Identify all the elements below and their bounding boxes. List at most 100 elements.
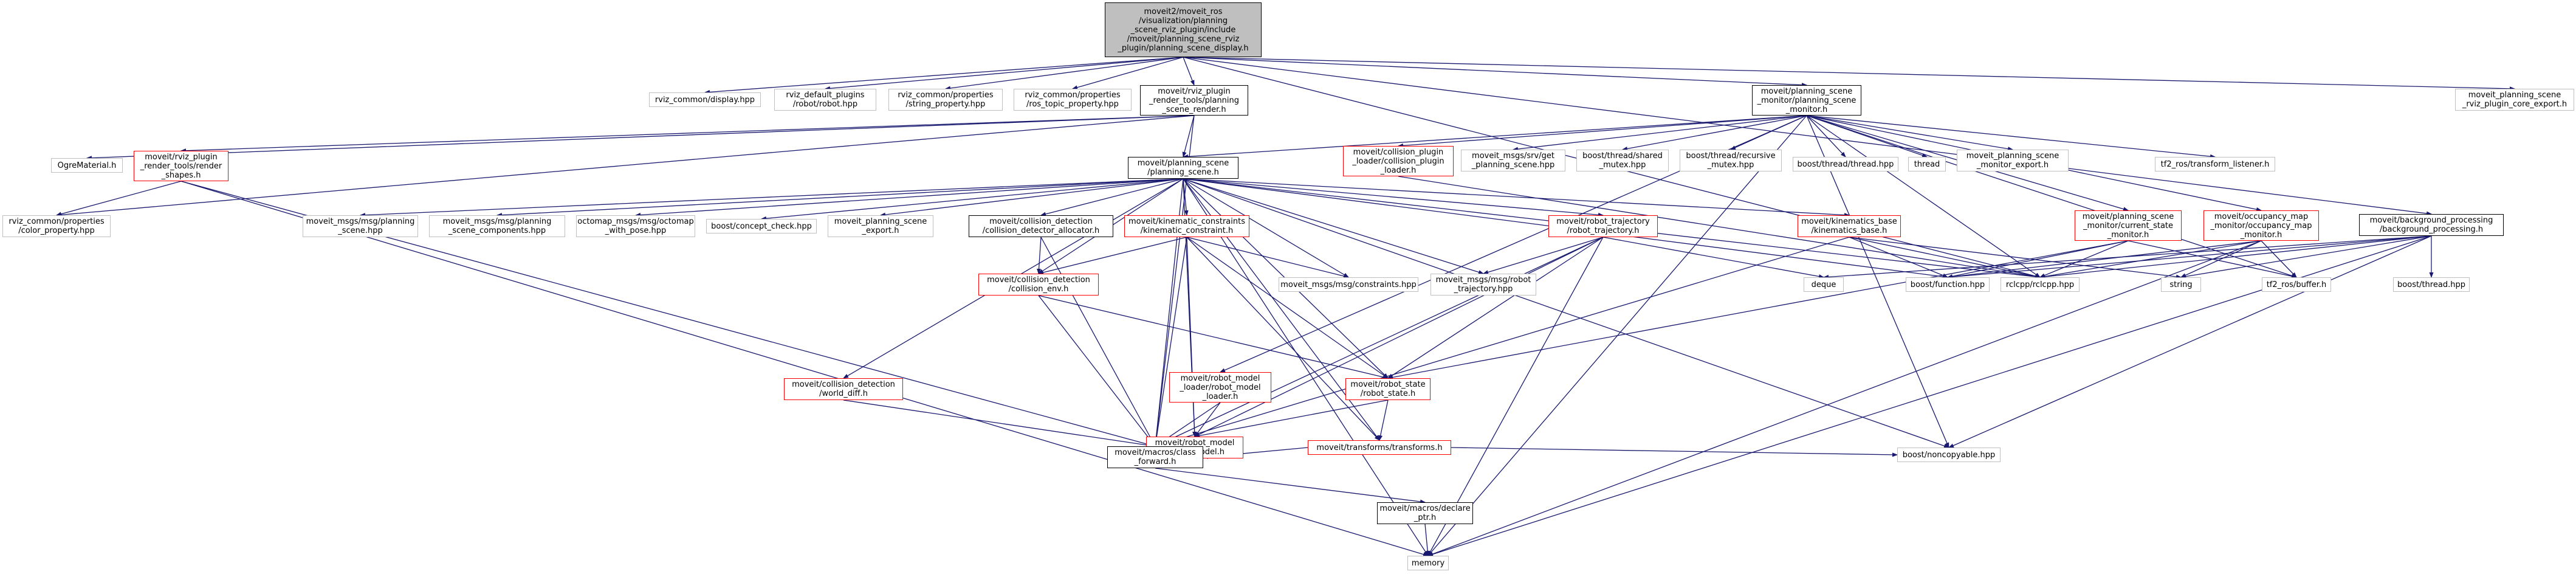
edge-planning-scene-render-to-render-shapes <box>180 115 1195 153</box>
edge-collision-env-to-class-forward <box>1038 295 1156 447</box>
node-occupancy-map-monitor[interactable]: moveit/occupancy_map _monitor/occupancy_… <box>2203 210 2319 241</box>
node-robot-state[interactable]: moveit/robot_state /robot_state.h <box>1345 378 1431 400</box>
edge-kinematic-constraint-to-constraints-msg <box>1186 237 1349 278</box>
edge-occupancy-map-monitor-to-memory <box>1427 240 2262 556</box>
edge-planning-scene-to-memory <box>1183 178 1429 556</box>
edge-planning-scene-to-octomap-with-pose <box>635 178 1184 217</box>
edge-planning-scene-to-constraints-msg <box>1183 178 1349 278</box>
edge-background-processing-to-string <box>2180 235 2432 279</box>
edge-current-state-monitor-to-rclcpp <box>2039 240 2129 278</box>
node-shared-mutex: boost/thread/shared _mutex.hpp <box>1576 150 1669 171</box>
node-tf2-transform-listener: tf2_ros/transform_listener.h <box>2155 157 2275 171</box>
edge-kinematic-constraint-to-robot-state <box>1186 237 1389 379</box>
edge-planning-scene-monitor-to-shared-mutex <box>1622 115 1807 151</box>
node-noncopyable: boost/noncopyable.hpp <box>1897 448 2001 462</box>
node-robot-trajectory[interactable]: moveit/robot_trajectory /robot_trajector… <box>1548 215 1658 237</box>
node-msg-planning-scene: moveit_msgs/msg/planning _scene.hpp <box>303 215 418 237</box>
node-world-diff[interactable]: moveit/collision_detection /world_diff.h <box>784 378 903 400</box>
edge-root-planning-scene-display-to-core-export <box>1183 57 2515 91</box>
edge-root-planning-scene-display-to-rviz-string-property <box>945 57 1184 91</box>
node-deque: deque <box>1804 277 1844 292</box>
edge-background-processing-to-deque <box>1823 235 2432 279</box>
edge-class-forward-to-declare-ptr <box>1155 468 1426 504</box>
edge-planning-scene-to-planning-scene-export <box>880 178 1184 217</box>
edge-collision-detector-allocator-to-class-forward <box>1040 237 1156 447</box>
node-collision-env[interactable]: moveit/collision_detection /collision_en… <box>978 274 1099 296</box>
edge-planning-scene-monitor-to-rclcpp <box>1806 115 2041 278</box>
edge-robot-trajectory-to-robot-state <box>1387 237 1604 379</box>
edge-root-planning-scene-display-to-planning-scene-monitor <box>1183 57 1807 88</box>
node-core-export: moveit_planning_scene _rviz_plugin_core_… <box>2455 89 2574 111</box>
node-srv-get-planning-scene: moveit_msgs/srv/get _planning_scene.hpp <box>1461 150 1565 171</box>
edge-world-diff-to-class-forward <box>843 399 1156 448</box>
node-kinematic-constraint[interactable]: moveit/kinematic_constraints /kinematic_… <box>1124 215 1249 237</box>
edge-kinematics-base-to-boost-function <box>1849 237 1948 278</box>
edge-occupancy-map-monitor-to-rclcpp <box>2039 240 2262 279</box>
node-constraints-msg: moveit_msgs/msg/constraints.hpp <box>1279 277 1418 292</box>
edge-background-processing-to-noncopyable <box>1948 235 2432 448</box>
node-robot-model-loader[interactable]: moveit/robot_model _loader/robot_model _… <box>1169 372 1271 403</box>
edge-root-planning-scene-display-to-rviz-display <box>704 57 1184 94</box>
node-octomap-with-pose: octomap_msgs/msg/octomap _with_pose.hpp <box>576 215 695 237</box>
node-rclcpp: rclcpp/rclcpp.hpp <box>2001 277 2080 292</box>
node-background-processing[interactable]: moveit/background_processing /background… <box>2359 214 2504 236</box>
edge-planning-scene-monitor-to-planning-scene <box>1183 115 1807 159</box>
edge-planning-scene-monitor-to-boost-thread-thread <box>1806 115 1846 157</box>
edge-transforms-to-noncopyable <box>1451 447 1898 457</box>
edge-kinematic-constraint-to-robot-model <box>1186 237 1197 437</box>
edge-planning-scene-to-noncopyable <box>1183 178 1949 448</box>
node-kinematics-base[interactable]: moveit/kinematics_base /kinematics_base.… <box>1798 215 1901 237</box>
edge-planning-scene-to-concept-check <box>761 178 1184 221</box>
node-color-property: rviz_common/properties /color_property.h… <box>2 215 111 237</box>
node-declare-ptr[interactable]: moveit/macros/declare _ptr.h <box>1377 502 1473 524</box>
node-transforms[interactable]: moveit/transforms/transforms.h <box>1308 440 1451 455</box>
node-class-forward[interactable]: moveit/macros/class _forward.h <box>1107 446 1203 468</box>
node-collision-detector-allocator[interactable]: moveit/collision_detection /collision_de… <box>969 215 1113 237</box>
edge-robot-trajectory-to-robot-trajectory-msg <box>1483 237 1604 275</box>
node-render-shapes[interactable]: moveit/rviz_plugin _render_tools/render … <box>134 151 228 181</box>
edge-planning-scene-to-kinematics-base <box>1183 178 1850 218</box>
node-rviz-display: rviz_common/display.hpp <box>649 92 761 107</box>
edge-kinematic-constraint-to-collision-env <box>1038 237 1187 275</box>
node-boost-thread-thread: boost/thread/thread.hpp <box>1793 157 1898 171</box>
edge-background-processing-to-boost-function <box>1947 235 2432 279</box>
node-concept-check: boost/concept_check.hpp <box>706 219 817 233</box>
edge-planning-scene-render-to-ogre-material <box>86 115 1195 161</box>
edge-collision-detector-allocator-to-collision-env <box>1037 237 1042 274</box>
node-planning-scene-export: moveit_planning_scene _export.h <box>828 215 933 237</box>
node-current-state-monitor[interactable]: moveit/planning_scene _monitor/current_s… <box>2075 210 2182 241</box>
node-collision-plugin-loader[interactable]: moveit/collision_plugin _loader/collisio… <box>1343 146 1454 176</box>
node-recursive-mutex: boost/thread/recursive _mutex.hpp <box>1680 150 1782 171</box>
node-planning-scene-monitor[interactable]: moveit/planning_scene _monitor/planning_… <box>1752 85 1861 116</box>
edge-robot-trajectory-to-robot-model <box>1194 237 1604 437</box>
edge-robot-state-to-transforms <box>1378 399 1389 441</box>
edge-render-shapes-to-memory <box>180 181 1429 557</box>
node-rviz-string-property: rviz_common/properties /string_property.… <box>888 89 1003 111</box>
edge-robot-state-to-robot-model <box>1194 399 1389 438</box>
edge-kinematic-constraint-to-transforms <box>1186 237 1380 441</box>
edge-declare-ptr-to-memory <box>1424 524 1430 556</box>
edge-occupancy-map-monitor-to-string <box>2180 240 2262 278</box>
edge-root-planning-scene-display-to-planning-scene-render <box>1183 57 1195 86</box>
edge-planning-scene-monitor-to-collision-plugin-loader <box>1398 115 1807 148</box>
edge-planning-scene-monitor-to-srv-get-planning-scene <box>1513 115 1807 151</box>
node-boost-function: boost/function.hpp <box>1906 277 1990 292</box>
node-msg-planning-scene-components: moveit_msgs/msg/planning _scene_componen… <box>429 215 565 237</box>
edge-current-state-monitor-to-robot-state <box>1387 240 2129 379</box>
edge-planning-scene-to-collision-detector-allocator <box>1040 178 1184 216</box>
edge-planning-scene-to-msg-planning-scene <box>360 178 1184 218</box>
node-planning-scene[interactable]: moveit/planning_scene /planning_scene.h <box>1128 157 1238 179</box>
edge-planning-scene-to-robot-trajectory-msg <box>1183 178 1484 274</box>
node-root-planning-scene-display: moveit2/moveit_ros /visualization/planni… <box>1105 2 1262 57</box>
edge-root-planning-scene-display-to-rviz-ros-topic-property <box>1072 57 1184 90</box>
node-planning-scene-render[interactable]: moveit/rviz_plugin _render_tools/plannin… <box>1140 85 1248 116</box>
node-tf2-buffer: tf2_ros/buffer.h <box>2262 277 2331 292</box>
edge-collision-plugin-loader-to-rclcpp <box>1398 176 2041 279</box>
edge-robot-model-loader-to-robot-model <box>1194 402 1221 437</box>
edge-planning-scene-to-robot-trajectory <box>1183 178 1604 217</box>
edge-kinematic-constraint-to-class-forward <box>1153 237 1187 447</box>
edge-collision-env-to-robot-state <box>1038 295 1389 379</box>
node-memory: memory <box>1407 556 1449 570</box>
edge-render-shapes-to-color-property <box>56 181 182 216</box>
